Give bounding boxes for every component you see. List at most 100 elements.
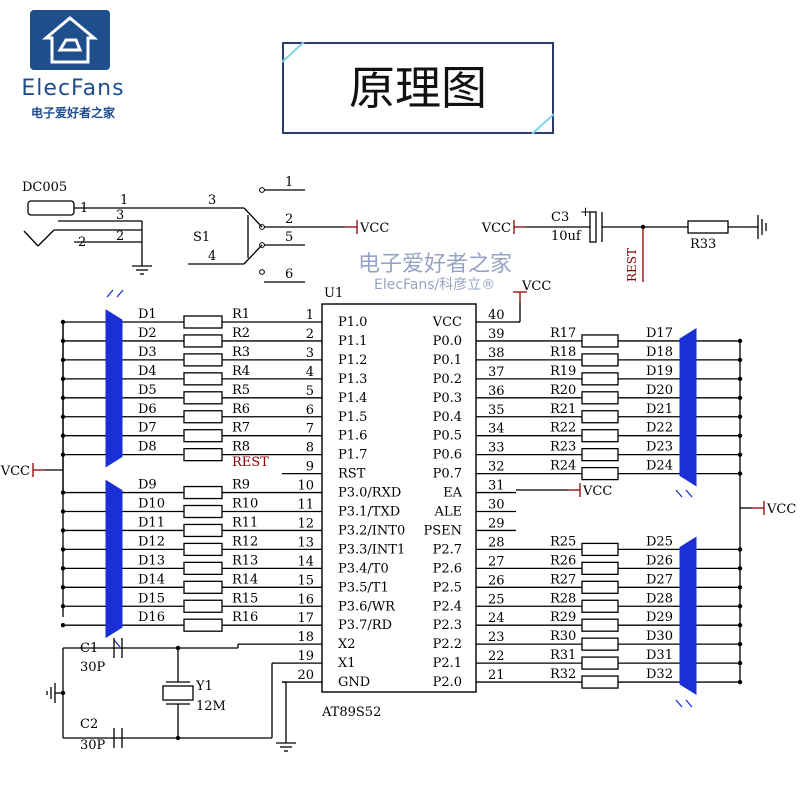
left-top-leds-resistor xyxy=(183,334,223,348)
mcu-pin-number: 4 xyxy=(306,365,314,380)
mcu-pin-name: P2.2 xyxy=(433,637,462,652)
right-bottom-leds-resistor xyxy=(581,542,619,557)
mcu-pin-name: P2.6 xyxy=(433,561,462,576)
mcu-pin-name: P1.2 xyxy=(338,353,367,368)
left-top-leds-res-label: R3 xyxy=(232,345,250,360)
right-top-leds-resistor xyxy=(581,372,619,386)
left-bottom-leds-resistor xyxy=(183,523,223,538)
right-top-leds-resistor xyxy=(581,410,619,424)
left-bottom-leds-resistor xyxy=(183,561,223,575)
right-top-leds-junction xyxy=(737,338,743,344)
right-bottom-leds-led-label: D27 xyxy=(646,572,673,587)
mcu-pin-number: 36 xyxy=(488,384,505,399)
page-title: 原理图 xyxy=(349,61,487,115)
left-led-arrow-icon xyxy=(116,289,124,298)
y1-junction xyxy=(175,645,181,651)
mcu-pin-name: P3.2/INT0 xyxy=(338,523,405,538)
right-bottom-leds-led-label: D32 xyxy=(646,667,673,682)
left-top-leds-res-label: R7 xyxy=(232,421,250,436)
right-top-leds-led-label: D18 xyxy=(646,345,673,360)
mcu-pin-name: RST xyxy=(338,467,366,482)
mcu-pin-name: P3.6/WR xyxy=(338,599,396,614)
right-top-leds-resistor xyxy=(581,429,619,443)
right-top-leds-res-label: R18 xyxy=(550,345,576,360)
mcu-pin-number: 14 xyxy=(297,554,314,569)
right-bottom-leds-resistor xyxy=(581,675,619,689)
left-bottom-leds-res-label: R16 xyxy=(232,610,258,625)
c2-label: C2 xyxy=(80,717,98,732)
mcu-pin-name: P2.4 xyxy=(433,599,462,614)
mcu-pin-number: 24 xyxy=(488,611,505,626)
switch-pin-number: 1 xyxy=(285,175,293,190)
left-bottom-leds-res-label: R10 xyxy=(232,497,258,512)
left-top-leds-led-label: D5 xyxy=(138,383,157,398)
right-bottom-leds-resistor xyxy=(581,561,619,575)
switch-pin-number: 3 xyxy=(208,193,216,208)
switch-contact xyxy=(259,187,265,193)
mcu-pin-number: 38 xyxy=(488,346,505,361)
mcu-pin-name: P0.6 xyxy=(433,448,462,463)
mcu-pin-number: 12 xyxy=(297,516,314,531)
c1-label: C1 xyxy=(80,641,98,656)
mcu-pin-number: 15 xyxy=(297,573,314,588)
mcu-pin-number: 11 xyxy=(297,498,314,513)
right-bottom-leds-led-array xyxy=(679,536,697,695)
rest-net-vertical-label: REST xyxy=(625,248,639,282)
left-top-leds-res-label: R4 xyxy=(232,364,250,379)
right-top-leds-resistor xyxy=(581,466,619,481)
mcu-pin-number: 40 xyxy=(488,308,505,323)
mcu-ref: U1 xyxy=(324,286,343,301)
mcu-pin-number: 20 xyxy=(297,668,314,683)
left-bottom-leds-res-label: R11 xyxy=(232,515,258,530)
left-bottom-leds-res-label: R14 xyxy=(232,572,258,587)
left-top-leds-resistor xyxy=(183,353,223,367)
right-vcc-label: VCC xyxy=(766,502,796,517)
right-top-leds-resistor xyxy=(581,334,619,348)
right-top-leds-resistor xyxy=(581,391,619,405)
mcu-pin-name: VCC xyxy=(432,315,462,330)
left-top-leds-led-label: D7 xyxy=(138,421,157,436)
ea-vcc-label: VCC xyxy=(582,484,612,499)
title-frame: 原理图 xyxy=(282,42,554,134)
mcu-part: AT89S52 xyxy=(321,705,381,720)
left-vcc-label: VCC xyxy=(0,464,30,479)
left-top-leds-resistor xyxy=(183,391,223,405)
mcu-pin-name: X2 xyxy=(338,637,356,652)
right-bottom-leds-resistor xyxy=(581,618,619,632)
mcu-pin-name: P3.1/TXD xyxy=(338,505,400,520)
mcu-pin-name: P3.3/INT1 xyxy=(338,542,405,557)
mcu-pin-name: P3.5/T1 xyxy=(338,580,389,595)
mcu-pin-name: P3.4/T0 xyxy=(338,561,389,576)
left-top-leds-resistor xyxy=(183,447,223,462)
right-top-leds-led-label: D23 xyxy=(646,440,673,455)
jack-pin-number: 1 xyxy=(120,193,128,208)
mcu-pin-name: P1.7 xyxy=(338,448,367,463)
right-top-leds-res-label: R19 xyxy=(550,364,576,379)
c3-value: 10uf xyxy=(551,229,582,244)
mcu-pin-number: 18 xyxy=(297,630,314,645)
watermark-en: ElecFans/科彦立® xyxy=(374,277,496,293)
c2-value: 30P xyxy=(80,738,106,753)
right-led-arrow-icon xyxy=(685,699,693,708)
mcu-pin-name: P1.3 xyxy=(338,372,367,387)
switch-label: S1 xyxy=(193,230,210,245)
right-bottom-leds-led-label: D29 xyxy=(646,610,673,625)
left-top-leds-resistor xyxy=(183,410,223,424)
left-bottom-leds-led-label: D9 xyxy=(138,478,157,493)
left-bottom-leds-junction xyxy=(60,623,66,628)
mcu-pin-name: X1 xyxy=(338,656,356,671)
left-top-leds-res-label: R1 xyxy=(232,307,250,322)
left-bottom-leds-led-label: D16 xyxy=(138,610,165,625)
mcu-pin-number: 23 xyxy=(488,630,505,645)
mcu-pin-name: GND xyxy=(338,675,370,690)
left-bottom-leds-led-array xyxy=(105,479,123,639)
mcu-pin-number: 19 xyxy=(297,649,314,664)
switch-vcc-label: VCC xyxy=(359,221,389,236)
right-bottom-leds-led-label: D31 xyxy=(646,648,673,663)
mcu-pin-number: 3 xyxy=(306,346,314,361)
house-logo-icon xyxy=(30,10,110,70)
left-bottom-leds-res-label: R12 xyxy=(232,534,258,549)
right-top-leds-res-label: R20 xyxy=(550,383,576,398)
r33-label: R33 xyxy=(690,237,716,252)
brand-name: ElecFans xyxy=(21,76,125,101)
